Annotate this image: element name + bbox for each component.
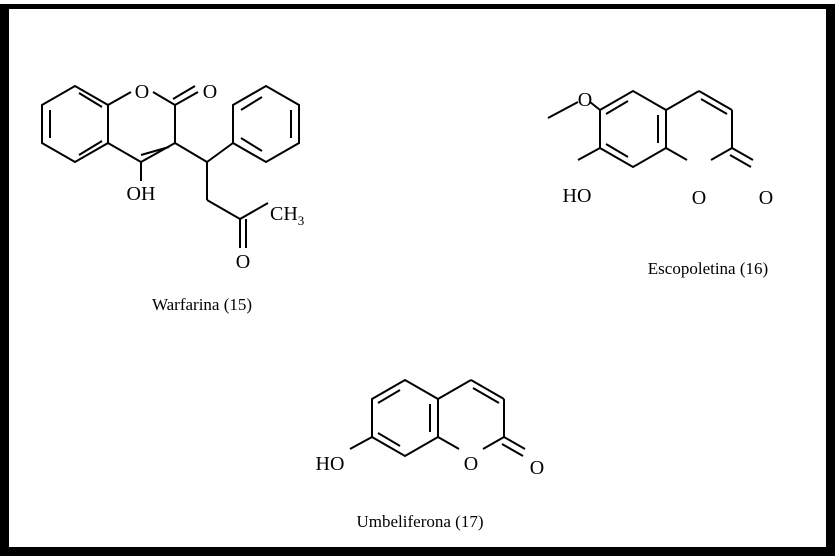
- warfarin-side-chain: [206, 162, 269, 248]
- umbelliferone-structure: HO O O Umbeliferona (17): [316, 378, 544, 531]
- umbelliferone-hydroxyl-label: HO: [316, 453, 345, 475]
- escopoletin-lactone-carbonyl: [729, 147, 754, 168]
- warfarin-ch-phenyl-bond: [206, 142, 234, 163]
- warfarin-caption: Warfarina (15): [152, 295, 252, 314]
- escopoletin-pyrone-ring: [665, 90, 733, 161]
- warfarin-ring-ch-bond: [174, 142, 208, 163]
- warfarin-lactone-carbonyl: [172, 85, 199, 106]
- escopoletin-structure: O HO O O Escopoletina (16): [547, 89, 773, 278]
- escopoletin-carbonyl-oxygen-label: O: [759, 187, 773, 209]
- escopoletin-benzene-ring: [599, 89, 667, 169]
- warfarin-pyrone-ring: [107, 91, 176, 163]
- umbelliferone-c-oh-bond: [349, 436, 373, 450]
- escopoletin-hydroxyl-label: HO: [563, 185, 592, 207]
- warfarin-structure: O O OH CH3 O Warfarina (15): [41, 81, 304, 314]
- warfarin-benzene-ring: [41, 84, 109, 164]
- warfarin-methyl-label: CH3: [270, 203, 304, 228]
- umbelliferone-pyrone-ring: [437, 379, 505, 450]
- escopoletin-caption: Escopoletina (16): [648, 259, 768, 278]
- escopoletin-ring-oxygen-label: O: [692, 187, 706, 209]
- umbelliferone-benzene-ring: [371, 378, 439, 458]
- warfarin-hydroxyl-label: OH: [127, 183, 156, 205]
- escopoletin-c-oh-bond: [577, 147, 601, 161]
- escopoletin-methoxy-group: [547, 101, 601, 119]
- umbelliferone-caption: Umbeliferona (17): [357, 512, 484, 531]
- warfarin-ring-oxygen-label: O: [135, 81, 149, 103]
- umbelliferone-lactone-carbonyl: [501, 436, 526, 457]
- warfarin-carbonyl-oxygen-label: O: [203, 81, 217, 103]
- warfarin-ketone-oxygen-label: O: [236, 251, 250, 273]
- escopoletin-methoxy-oxygen-label: O: [578, 89, 592, 111]
- umbelliferone-carbonyl-oxygen-label: O: [530, 457, 544, 479]
- umbelliferone-ring-oxygen-label: O: [464, 453, 478, 475]
- warfarin-phenyl-ring: [232, 84, 300, 164]
